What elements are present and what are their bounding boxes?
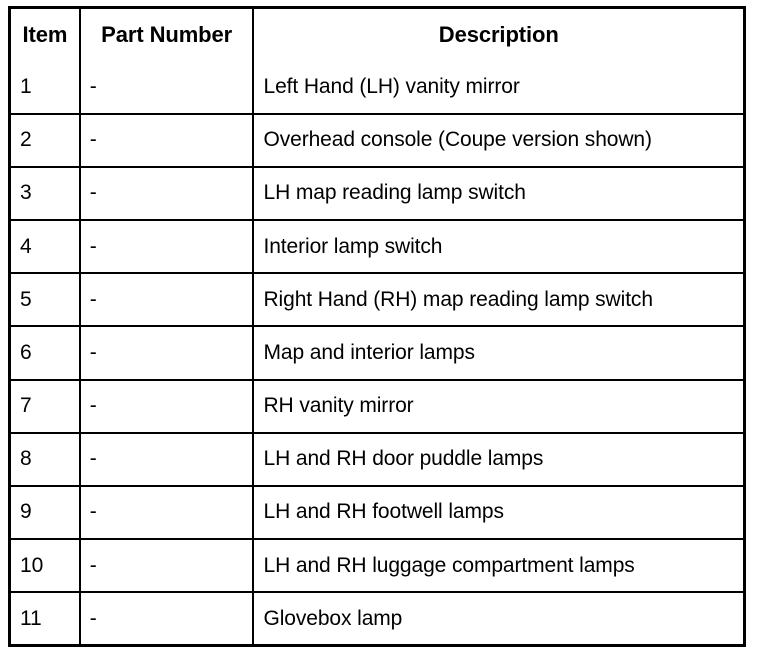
cell-part-number: - — [79, 379, 255, 434]
cell-item: 5 — [9, 273, 81, 328]
cell-part-number: - — [79, 485, 255, 541]
cell-item: 9 — [9, 485, 81, 541]
column-header-item: Item — [9, 7, 81, 61]
cell-description: Map and interior lamps — [253, 326, 745, 381]
cell-item: 4 — [9, 220, 81, 275]
cell-item: 8 — [9, 432, 81, 487]
parts-table-container: Item Part Number Description 1-Left Hand… — [8, 6, 746, 647]
table-header-row: Item Part Number Description — [9, 7, 745, 61]
cell-part-number: - — [79, 326, 255, 381]
cell-description: LH and RH door puddle lamps — [253, 432, 745, 487]
column-header-part-number: Part Number — [79, 7, 255, 61]
cell-item: 1 — [9, 60, 81, 115]
cell-item: 10 — [9, 539, 81, 594]
cell-part-number: - — [79, 166, 255, 222]
cell-item: 2 — [9, 113, 81, 168]
cell-description: RH vanity mirror — [253, 379, 745, 434]
table-row: 3-LH map reading lamp switch — [9, 166, 745, 222]
table-header: Item Part Number Description — [9, 7, 745, 61]
cell-item: 11 — [9, 592, 81, 646]
cell-part-number: - — [79, 432, 255, 487]
cell-description: Right Hand (RH) map reading lamp switch — [253, 273, 745, 328]
cell-part-number: - — [79, 539, 255, 594]
cell-item: 7 — [9, 379, 81, 434]
cell-description: Glovebox lamp — [263, 606, 403, 630]
table-row: 10-LH and RH luggage compartment lamps — [9, 539, 745, 594]
table-row: 4-Interior lamp switch — [9, 220, 745, 275]
column-header-description: Description — [438, 22, 559, 48]
table-row: 7-RH vanity mirror — [9, 379, 745, 434]
cell-description: Interior lamp switch — [253, 220, 745, 275]
table-row: 6-Map and interior lamps — [9, 326, 745, 381]
cell-part-number: - — [79, 273, 255, 328]
parts-table: Item Part Number Description 1-Left Hand… — [8, 6, 746, 647]
cell-part-number: - — [79, 113, 255, 168]
cell-item: 3 — [9, 166, 81, 222]
table-row: 9-LH and RH footwell lamps — [9, 485, 745, 541]
cell-part-number: - — [79, 220, 255, 275]
cell-description: LH and RH luggage compartment lamps — [253, 539, 745, 594]
cell-part-number: - — [79, 60, 255, 115]
cell-description: LH map reading lamp switch — [253, 166, 745, 222]
table-row: 5-Right Hand (RH) map reading lamp switc… — [9, 273, 745, 328]
cell-description: Left Hand (LH) vanity mirror — [253, 60, 745, 115]
cell-item: 6 — [9, 326, 81, 381]
cell-description: LH and RH footwell lamps — [253, 485, 745, 541]
table-row: 2-Overhead console (Coupe version shown) — [9, 113, 745, 168]
cell-part-number: - — [79, 592, 255, 646]
table-row: 1-Left Hand (LH) vanity mirror — [9, 60, 745, 115]
table-row: 11-Glovebox lamp — [9, 592, 745, 646]
cell-description: Overhead console (Coupe version shown) — [253, 113, 745, 168]
table-row: 8-LH and RH door puddle lamps — [9, 432, 745, 487]
